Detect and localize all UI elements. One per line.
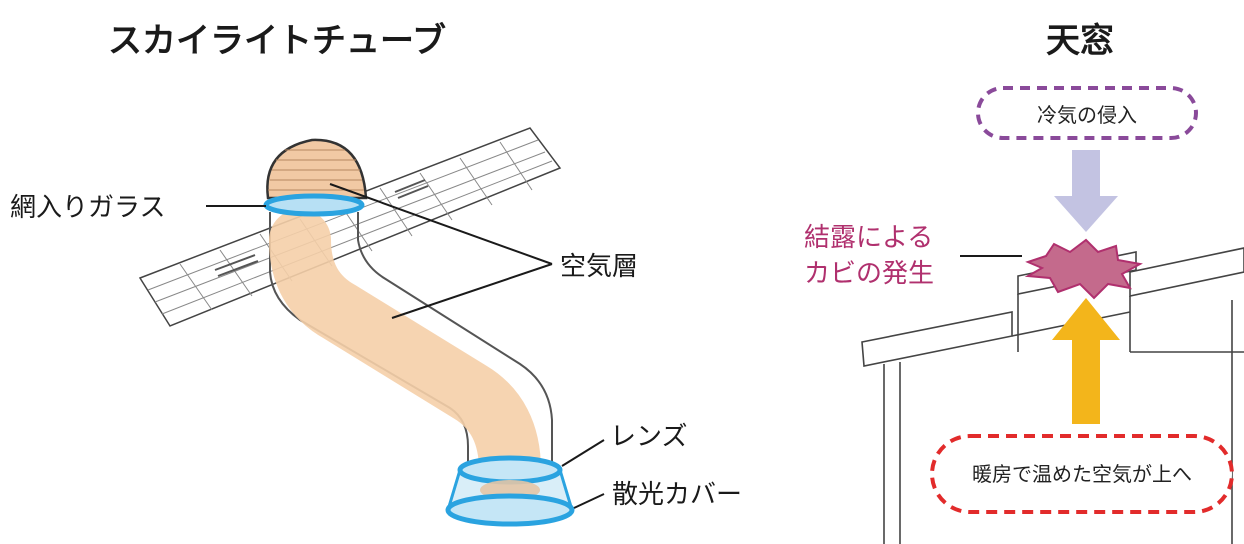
condensation-label-line2: カビの発生 (804, 259, 934, 289)
cold-air-text: 冷気の侵入 (1037, 103, 1137, 127)
wired-glass-label: 網入りガラス (10, 193, 165, 223)
wired-glass-ring (263, 193, 365, 217)
warm-air-text: 暖房で温めた空気が上へ (972, 462, 1192, 486)
warm-air-box (930, 434, 1234, 514)
dome (266, 138, 368, 200)
condensation-label-line1: 結露による (804, 223, 933, 253)
cold-air-arrow (1054, 150, 1118, 232)
cold-air-box (976, 86, 1198, 140)
skylight-tube-title: スカイライトチューブ (108, 21, 446, 61)
leader-lines (206, 183, 605, 509)
air-layer-band (269, 209, 541, 501)
warm-air-arrow (1052, 298, 1120, 424)
lens-ring (457, 455, 563, 485)
condensation-burst (1024, 238, 1143, 300)
diffuser-ring (445, 493, 575, 527)
roof-window-title: 天窓 (1046, 21, 1114, 61)
air-layer-label: 空気層 (560, 252, 638, 282)
diffuser-cover-label: 散光カバー (612, 480, 742, 510)
lens-and-diffuser (445, 455, 575, 527)
lens-label: レンズ (610, 422, 687, 452)
